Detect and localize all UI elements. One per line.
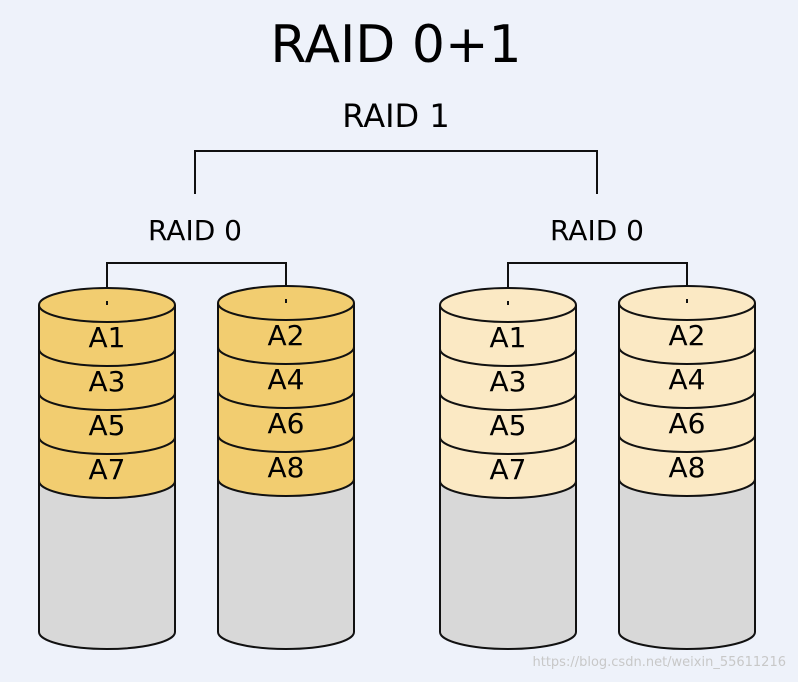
- raid1-label: RAID 1: [342, 97, 449, 135]
- data-block-label: A7: [490, 453, 527, 486]
- data-block-label: A6: [268, 407, 305, 440]
- data-block-label: A2: [268, 319, 305, 352]
- block-separator: [439, 436, 577, 455]
- data-block-label: A5: [490, 409, 527, 442]
- diagram-title: RAID 0+1: [270, 15, 521, 75]
- block-separator: [38, 348, 176, 367]
- disk-empty-space: [619, 479, 755, 649]
- data-block-label: A3: [490, 365, 527, 398]
- block-separator: [439, 392, 577, 411]
- data-block-label: A3: [89, 365, 126, 398]
- data-block-label: A8: [669, 451, 706, 484]
- block-separator: [38, 480, 176, 499]
- data-block-label: A5: [89, 409, 126, 442]
- block-separator: [38, 392, 176, 411]
- mirror-connector: [194, 150, 598, 194]
- raid0-label-right: RAID 0: [550, 214, 644, 247]
- watermark: https://blog.csdn.net/weixin_55611216: [532, 655, 786, 670]
- block-separator: [217, 478, 355, 497]
- disk-data-body: [619, 303, 755, 496]
- data-block-label: A7: [89, 453, 126, 486]
- disk-empty-space: [39, 481, 175, 649]
- block-separator: [217, 346, 355, 365]
- disk-empty-space: [440, 481, 576, 649]
- data-block-label: A1: [89, 321, 126, 354]
- data-block-label: A8: [268, 451, 305, 484]
- block-separator: [618, 390, 756, 409]
- block-separator: [38, 436, 176, 455]
- block-separator: [217, 434, 355, 453]
- block-separator: [618, 346, 756, 365]
- data-block-label: A4: [268, 363, 305, 396]
- block-separator: [217, 390, 355, 409]
- block-separator: [618, 478, 756, 497]
- disk-data-body: [440, 305, 576, 498]
- disk-data-body: [39, 305, 175, 498]
- data-block-label: A4: [669, 363, 706, 396]
- raid0-label-left: RAID 0: [148, 214, 242, 247]
- block-separator: [439, 480, 577, 499]
- disk-empty-space: [218, 479, 354, 649]
- data-block-label: A6: [669, 407, 706, 440]
- block-separator: [439, 348, 577, 367]
- disk-data-body: [218, 303, 354, 496]
- block-separator: [618, 434, 756, 453]
- data-block-label: A1: [490, 321, 527, 354]
- data-block-label: A2: [669, 319, 706, 352]
